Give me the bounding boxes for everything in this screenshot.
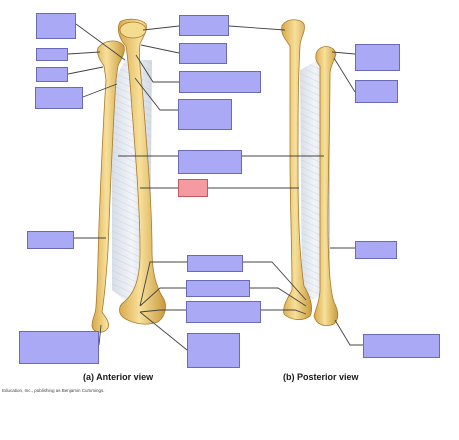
label-box-posterior-radial-notch[interactable] — [355, 80, 398, 103]
anterior-view-caption: (a) Anterior view — [83, 372, 154, 382]
label-box-anterior-trochlear-notch[interactable] — [36, 48, 68, 61]
label-box-anterior-ulna-shaft[interactable] — [27, 231, 74, 249]
label-box-anterior-ulnar-head[interactable] — [19, 331, 99, 364]
label-box-highlighted-answer[interactable] — [178, 179, 208, 197]
posterior-ulna — [313, 46, 339, 326]
label-box-anterior-coronoid-process[interactable] — [36, 67, 68, 82]
posterior-view-caption: (b) Posterior view — [283, 372, 359, 382]
anterior-radius — [118, 18, 166, 325]
label-box-anterior-distal-radius[interactable] — [187, 333, 240, 368]
label-box-anterior-radial-neck[interactable] — [179, 43, 227, 64]
posterior-view — [281, 19, 339, 326]
label-box-interosseous-membrane[interactable] — [178, 150, 242, 174]
posterior-radius — [281, 19, 312, 320]
label-box-ulnar-styloid-process[interactable] — [363, 334, 440, 358]
label-box-ulnar-notch-of-radius[interactable] — [187, 255, 243, 272]
leader-lines — [67, 23, 363, 351]
label-box-posterior-ulna-shaft[interactable] — [355, 241, 397, 259]
label-box-anterior-olecranon[interactable] — [36, 13, 76, 39]
label-box-posterior-olecranon[interactable] — [355, 44, 400, 71]
label-box-anterior-radial-tuberosity[interactable] — [178, 99, 232, 130]
anterior-view — [91, 18, 166, 333]
label-box-anterior-radial-notch[interactable] — [179, 71, 261, 93]
anterior-radial-head — [119, 21, 147, 39]
copyright-credit: Education, Inc., publishing as Benjamin … — [2, 388, 105, 393]
label-box-anterior-ulnar-tuberosity[interactable] — [35, 87, 83, 109]
label-box-radial-styloid-process[interactable] — [186, 301, 261, 323]
label-box-anterior-radial-head[interactable] — [179, 15, 229, 36]
anterior-ulna — [91, 40, 125, 333]
label-box-distal-radioulnar-joint[interactable] — [186, 280, 250, 297]
